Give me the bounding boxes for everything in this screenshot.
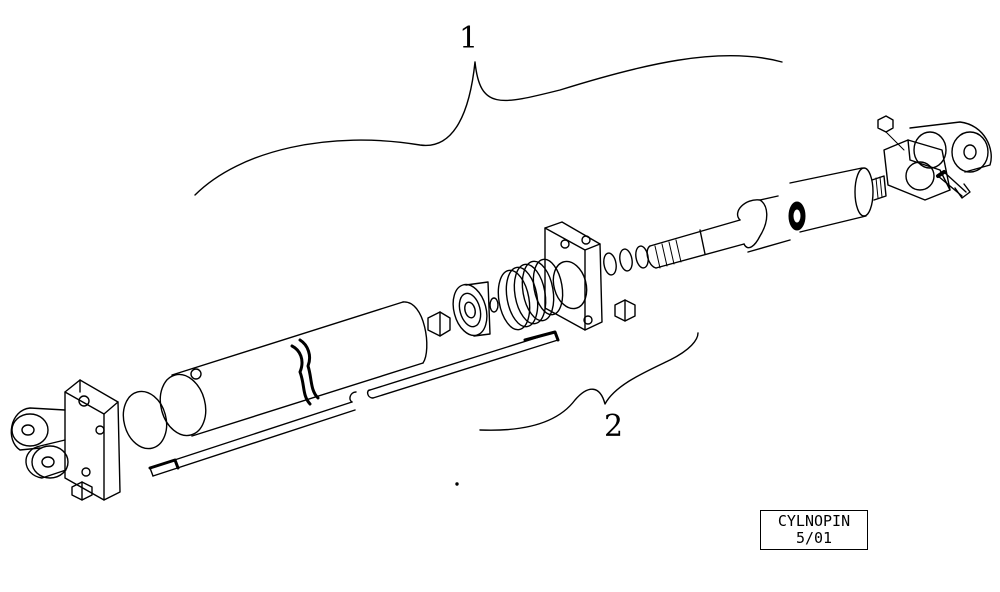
o-ring-left <box>122 390 168 450</box>
drawing-date: 5/01 <box>795 529 833 547</box>
callout-number-2: 2 <box>604 409 624 444</box>
callout-number-1: 1 <box>459 21 479 56</box>
left-end-cap <box>10 379 121 501</box>
piston-rod <box>646 195 806 269</box>
piston <box>452 281 491 337</box>
o-ring-small <box>489 297 499 313</box>
tie-rods <box>148 330 560 477</box>
rod-cap-nut <box>614 299 636 322</box>
brace-1 <box>194 54 783 196</box>
right-clevis <box>877 115 992 201</box>
brace-2 <box>479 332 699 431</box>
piston-nut <box>427 311 451 337</box>
rod-sleeve <box>789 167 887 233</box>
cylinder-barrel <box>159 301 428 437</box>
rod-seals <box>603 245 649 276</box>
rod-end-cap <box>544 221 603 331</box>
drawing-code: CYLNOPIN <box>777 512 851 530</box>
drawing-reference-box: CYLNOPIN 5/01 <box>760 510 868 550</box>
